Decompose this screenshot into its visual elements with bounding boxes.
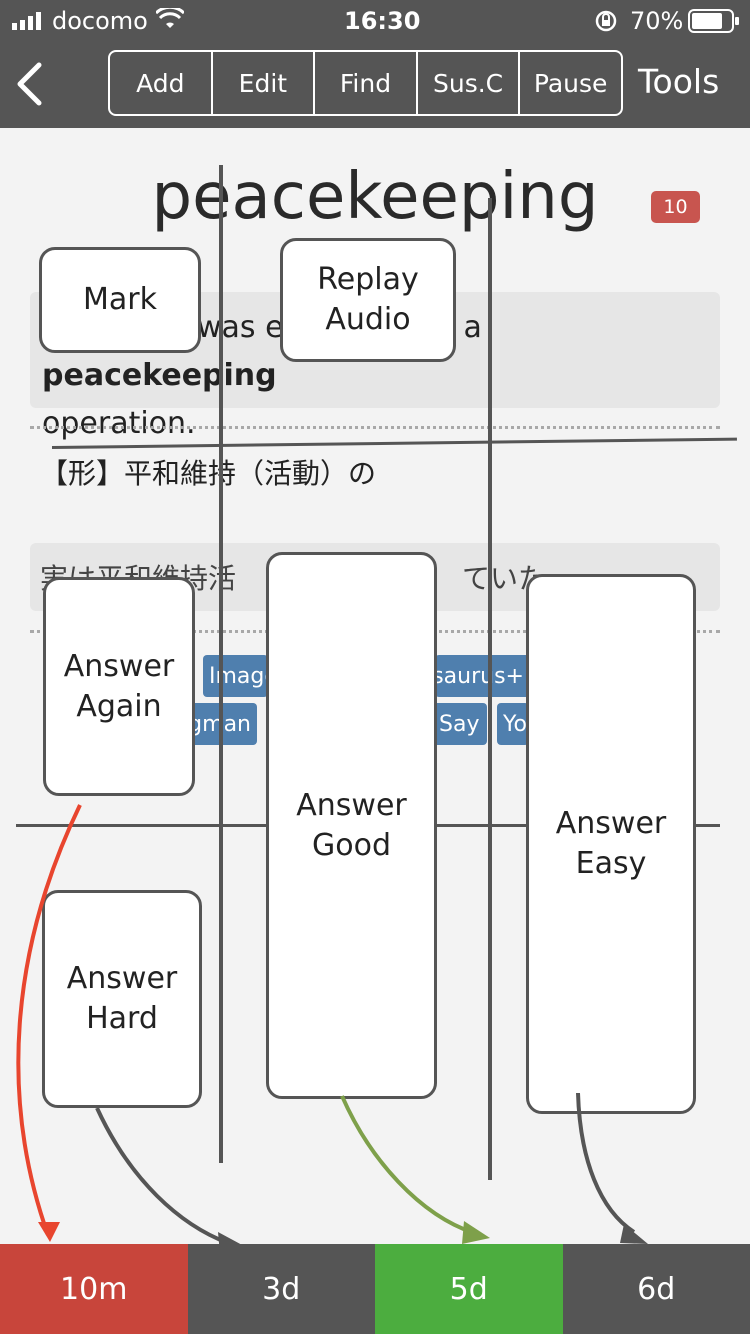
easy-arrowhead [620,1224,648,1244]
top-bar: docomo 16:30 70% Add Edit Find Sus.C Pau… [0,0,750,128]
tools-button[interactable]: Tools [638,62,720,101]
gesture-grid-line-vertical [219,165,223,1163]
status-time: 16:30 [344,7,421,35]
action-segmented-control: Add Edit Find Sus.C Pause [108,50,623,116]
find-button[interactable]: Find [313,52,416,114]
sentence-fragment-hidden: a [463,310,482,345]
tag-thesaurus[interactable]: esaurus+ [435,655,530,697]
card-word: peacekeeping [151,160,599,234]
again-arrowhead [38,1222,60,1242]
good-arrow [340,1095,475,1235]
sentence-end: operation. [42,406,196,441]
answer-good-interval[interactable]: 5d [375,1244,563,1334]
gesture-grid-line-vertical [488,198,492,1180]
tag-youglish[interactable]: Yo [497,703,529,745]
card-count-badge: 10 [651,191,700,223]
divider [30,426,720,429]
tag-say[interactable]: Say [433,703,487,745]
battery-percent: 70% [630,7,684,35]
answer-hard-interval[interactable]: 3d [187,1244,375,1334]
signal-icon [12,12,48,30]
hard-arrow [95,1107,229,1245]
pause-button[interactable]: Pause [518,52,621,114]
answer-again-interval[interactable]: 10m [0,1244,188,1334]
carrier-label: docomo [52,7,148,35]
suspend-card-button[interactable]: Sus.C [415,52,519,114]
answer-bar: 10m 3d 5d 6d [0,1244,750,1334]
rotation-lock-icon [594,9,618,37]
mark-button[interactable]: Mark [39,247,201,353]
good-arrowhead [462,1221,490,1244]
back-chevron-icon[interactable] [14,62,44,110]
sentence-fragment: was e [197,310,284,345]
tag-image[interactable]: Image [203,655,268,697]
wifi-icon [154,5,186,34]
add-button[interactable]: Add [136,68,185,98]
meaning-text: 【形】平和維持（活動）の [40,457,377,490]
sentence-keyword: peacekeeping [42,358,277,393]
edit-button[interactable]: Edit [210,52,314,114]
battery-icon [688,9,740,37]
answer-easy-interval[interactable]: 6d [562,1244,750,1334]
